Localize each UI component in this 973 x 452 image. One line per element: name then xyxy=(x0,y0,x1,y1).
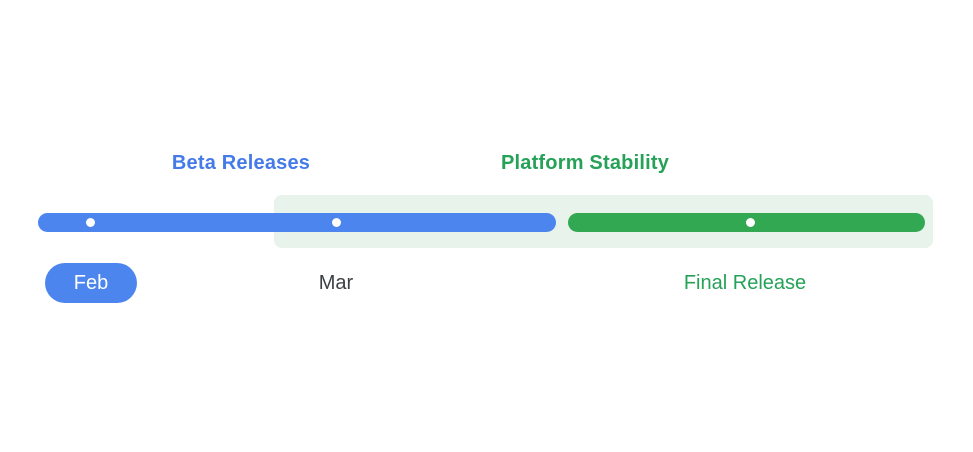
milestone-dot-feb xyxy=(86,218,95,227)
milestone-dot-mar xyxy=(332,218,341,227)
feb-month-label: Feb xyxy=(73,271,109,294)
platform-stability-timeline-bar xyxy=(568,213,925,232)
mar-month-label: Mar xyxy=(318,272,354,294)
feb-month-pill: Feb xyxy=(45,263,137,303)
beta-releases-timeline-bar xyxy=(38,213,556,232)
beta-releases-phase-label: Beta Releases xyxy=(171,152,311,174)
final-release-label: Final Release xyxy=(683,272,807,294)
milestone-dot-final-release xyxy=(746,218,755,227)
platform-stability-phase-label: Platform Stability xyxy=(500,152,670,174)
